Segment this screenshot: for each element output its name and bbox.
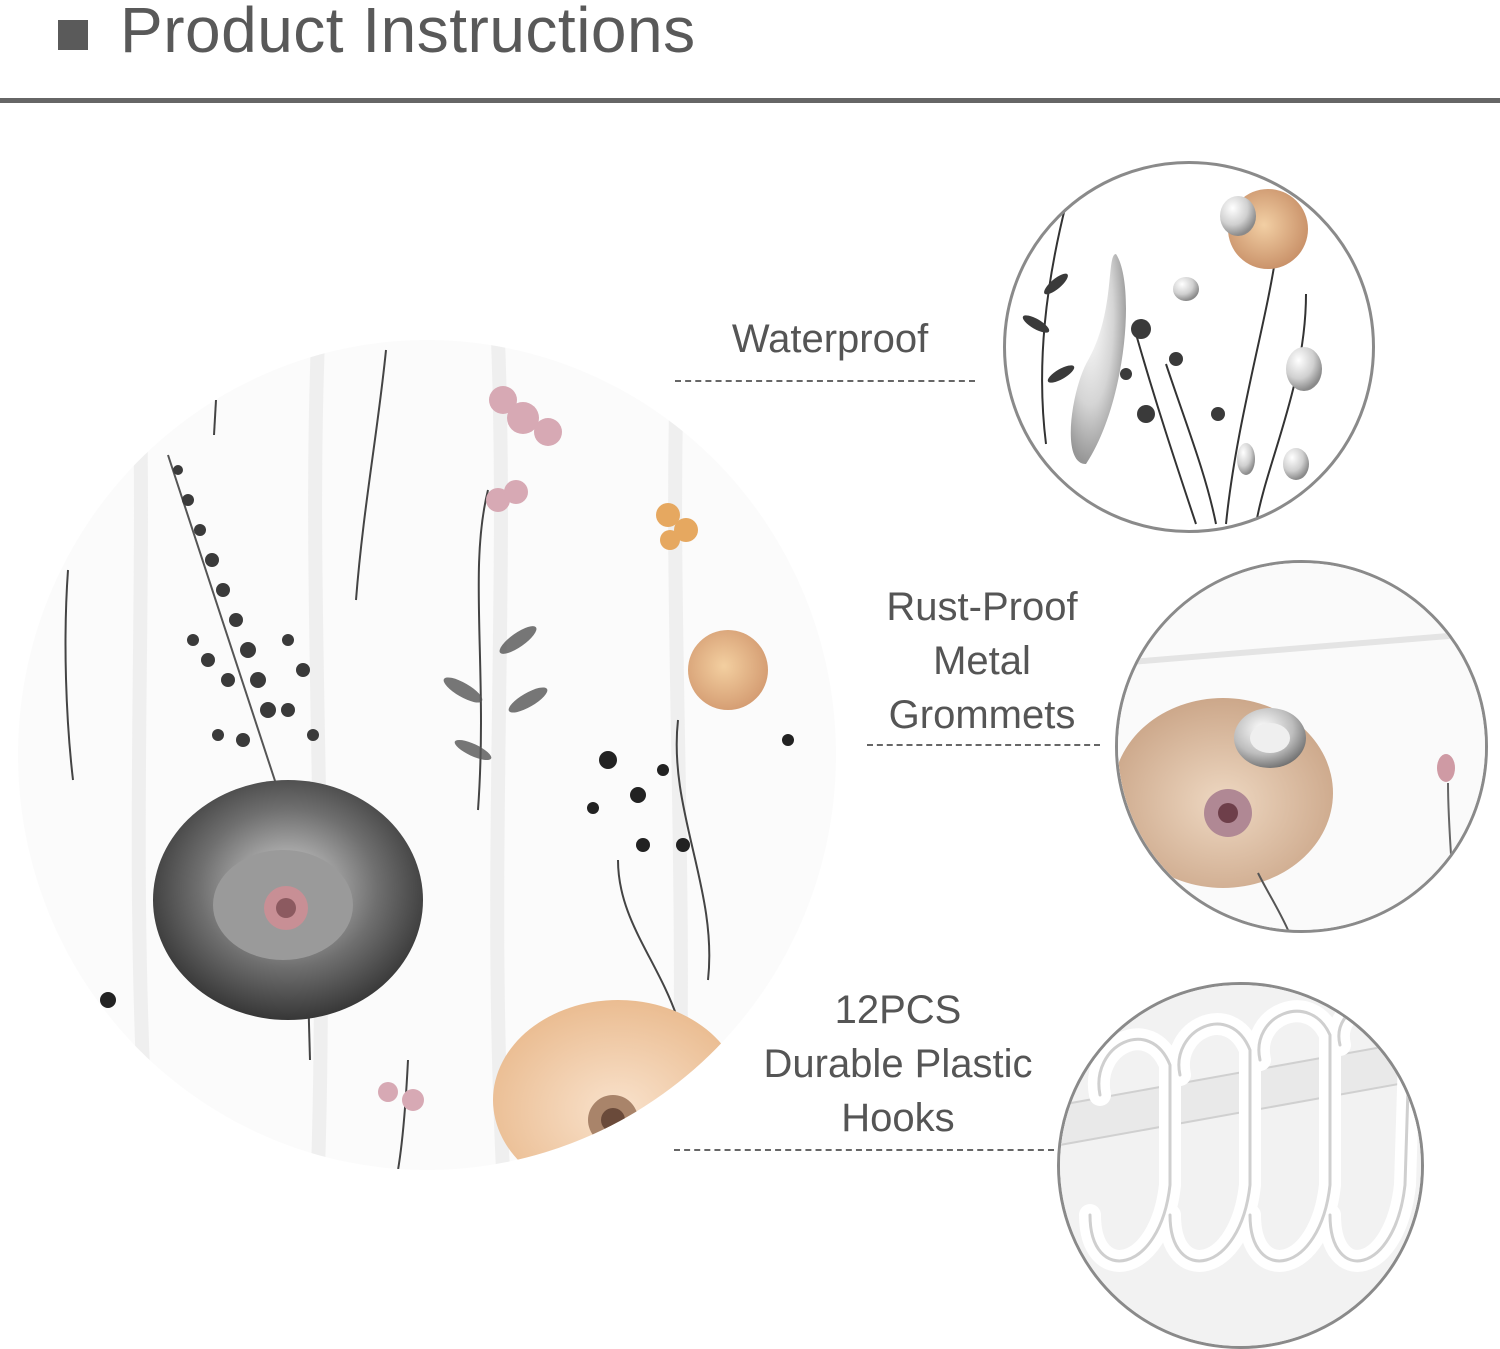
feature-label-grommets: Rust-Proof Metal Grommets: [862, 580, 1102, 742]
feature-divider-waterproof: [675, 380, 975, 382]
feature-label-line: Durable Plastic: [763, 1042, 1033, 1086]
header-bullet-icon: [58, 20, 88, 50]
feature-label-line: Metal: [933, 639, 1031, 683]
feature-label-line: Grommets: [888, 693, 1076, 737]
feature-label-hooks: 12PCS Durable Plastic Hooks: [738, 983, 1058, 1145]
page-title: Product Instructions: [120, 0, 696, 66]
feature-label-line: 12PCS: [834, 988, 962, 1032]
plastic-hooks-closeup-image: [1057, 982, 1424, 1349]
feature-divider-grommets: [867, 744, 1100, 746]
header-divider: [0, 98, 1500, 103]
feature-label-waterproof: Waterproof: [731, 317, 929, 361]
feature-divider-hooks: [674, 1149, 1054, 1151]
feature-label-line: Rust-Proof: [886, 585, 1078, 629]
grommet-closeup-image: [1115, 560, 1488, 933]
feature-label-line: Hooks: [841, 1096, 955, 1140]
header: Product Instructions: [0, 0, 1500, 104]
curtain-pattern-image: [18, 340, 836, 1170]
waterproof-closeup-image: [1003, 161, 1375, 533]
